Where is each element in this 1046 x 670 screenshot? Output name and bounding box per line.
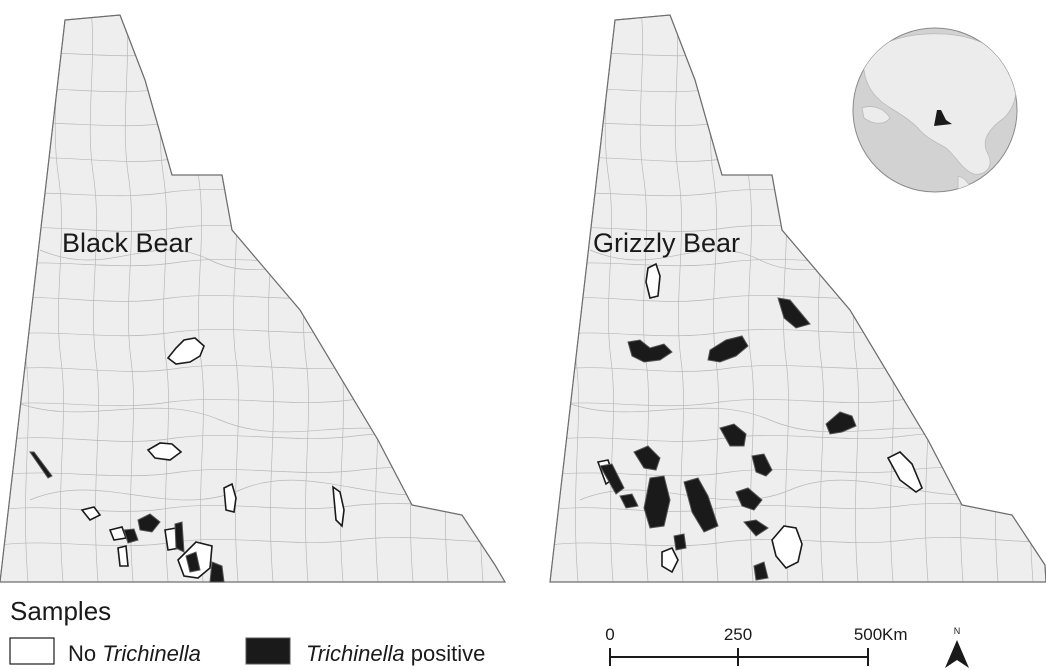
map-title-black-bear: Black Bear: [62, 228, 193, 258]
sample-area-negative: [146, 442, 183, 461]
sample-area-negative: [80, 506, 102, 522]
territory-border-left: [0, 14, 507, 583]
scale-bar: 0 250 500 Km: [605, 625, 908, 666]
sample-area-positive: [673, 533, 687, 551]
sample-area-positive: [619, 493, 639, 509]
scale-tick-250: 250: [724, 625, 752, 644]
sample-area-positive: [683, 477, 719, 533]
sample-area-positive: [137, 513, 161, 533]
sample-area-positive: [735, 487, 763, 511]
map-black-bear: Black Bear: [0, 14, 507, 583]
legend-swatch-negative: [9, 637, 55, 665]
territory-outline-left: [0, 14, 506, 583]
globe-landmass: [863, 33, 1017, 175]
sample-area-positive: [633, 445, 661, 471]
sample-area-negative: [661, 546, 679, 574]
study-area-highlight: [934, 110, 952, 126]
sample-area-negative: [117, 544, 129, 567]
sample-area-negative: [645, 262, 661, 299]
locator-globe: [852, 27, 1018, 193]
sample-area-positive: [825, 411, 857, 435]
north-arrow-label: N: [954, 626, 961, 636]
sample-area-positive: [209, 561, 225, 583]
sample-area-positive: [123, 528, 139, 544]
sample-area-positive: [185, 551, 201, 573]
sample-area-positive: [707, 335, 749, 363]
sample-area-positive: [627, 339, 673, 363]
legend: Samples No Trichinella Trichinella posit…: [9, 596, 485, 666]
sample-area-negative: [166, 337, 205, 365]
legend-swatch-positive: [245, 637, 291, 665]
sample-area-positive: [777, 297, 811, 329]
sample-area-positive: [753, 561, 769, 581]
sample-area-positive: [29, 451, 53, 479]
scale-unit: Km: [882, 625, 908, 644]
sample-area-negative: [223, 482, 237, 513]
north-arrow-icon: [945, 640, 969, 668]
scale-tick-500: 500: [854, 625, 882, 644]
legend-label-negative: No Trichinella: [68, 641, 201, 666]
legend-label-positive: Trichinella positive: [306, 641, 485, 666]
legend-heading: Samples: [10, 596, 111, 626]
sample-area-negative: [332, 485, 345, 528]
north-arrow: N: [945, 626, 969, 668]
sample-area-positive: [174, 521, 185, 553]
scale-tick-0: 0: [605, 625, 614, 644]
globe-landmass: [861, 106, 891, 124]
sample-area-negative: [771, 525, 803, 569]
sample-area-positive: [751, 453, 773, 477]
map-title-grizzly-bear: Grizzly Bear: [593, 228, 740, 258]
sample-area-positive: [719, 423, 747, 447]
sample-area-negative: [886, 451, 923, 493]
sample-area-positive: [743, 519, 769, 537]
sample-area-positive: [643, 475, 671, 529]
sample-area-positive: [599, 463, 625, 495]
